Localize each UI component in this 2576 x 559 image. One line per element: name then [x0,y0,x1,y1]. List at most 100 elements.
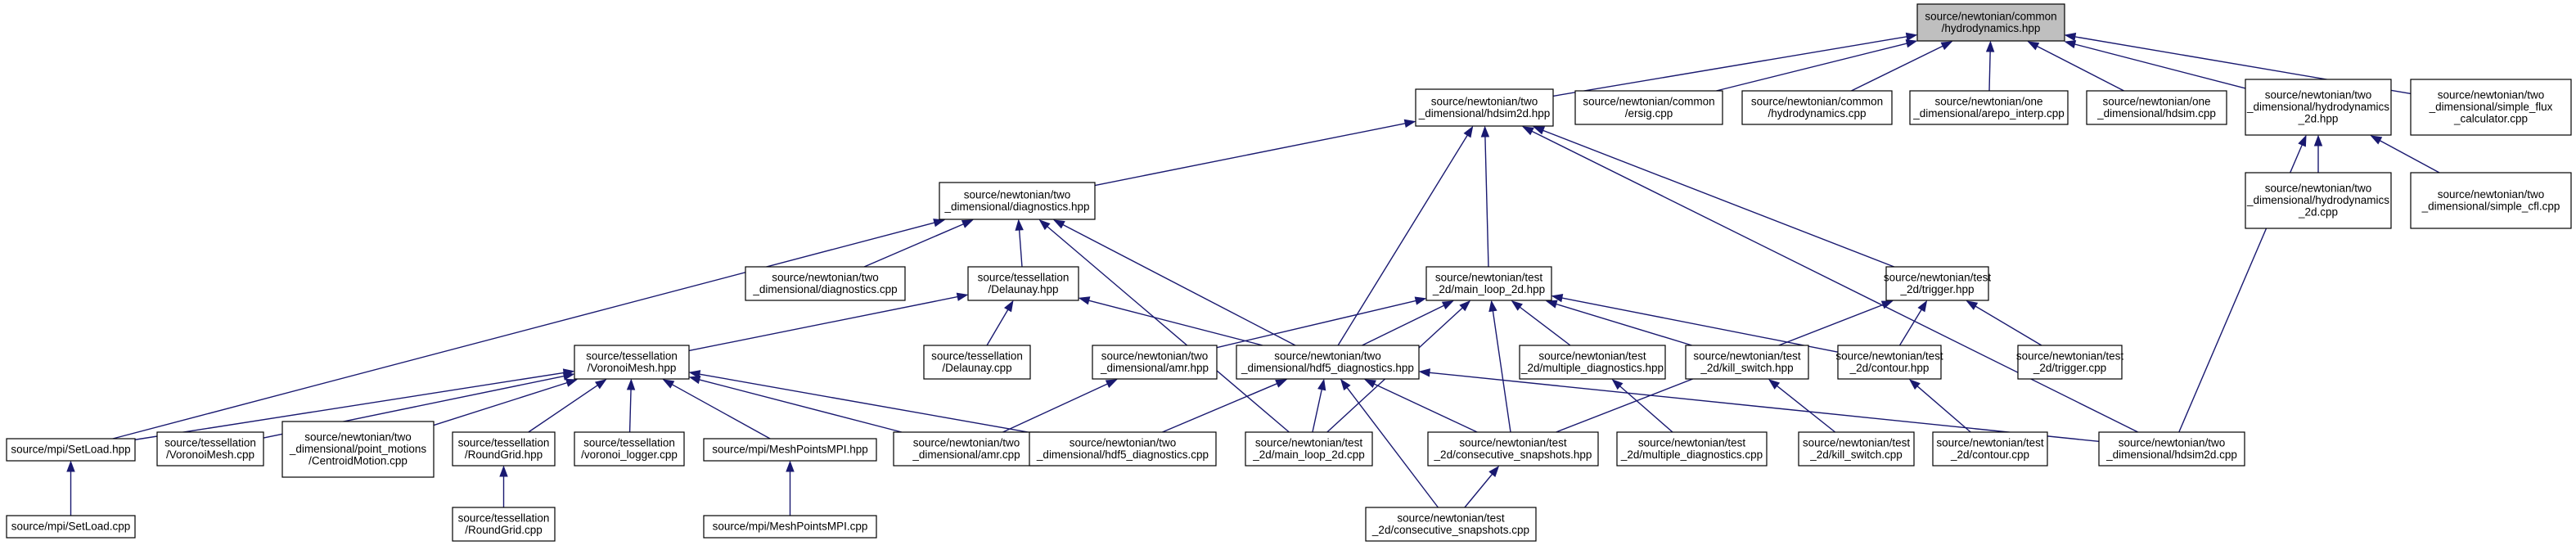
edge-line [1346,387,1439,508]
edge-line [1519,306,1571,346]
node-box [6,515,136,539]
edge-hdsim2d-cpp-to-hdf5-diagnostics-hpp [1418,368,2100,443]
node-box [156,431,264,467]
node-setload-hpp[interactable]: source/mpi/SetLoad.hpp [6,438,136,462]
node-contour-hpp[interactable]: source/newtonian/test_2d/contour.hpp [1835,345,1943,380]
node-hdsim-cpp[interactable]: source/newtonian/one_dimensional/hdsim.c… [2086,90,2227,125]
edge-consecutive-snapshots-hpp-to-main-loop-2d-hpp [1488,300,1511,433]
edge-line [1362,304,1444,346]
node-delaunay-cpp[interactable]: source/tessellation/Delaunay.cpp [923,345,1031,380]
node-trigger-cpp[interactable]: source/newtonian/test_2d/trigger.cpp [2016,345,2124,380]
node-multiple-diagnostics-hpp[interactable]: source/newtonian/test_2d/multiple_diagno… [1519,345,1666,380]
node-box [2086,90,2227,125]
node-trigger-hpp[interactable]: source/newtonian/test_2d/trigger.hpp [1884,266,1992,301]
node-multiple-diagnostics-cpp[interactable]: source/newtonian/test_2d/multiple_diagno… [1616,431,1768,467]
edge-line [2074,43,2246,89]
node-diagnostics-cpp[interactable]: source/newtonian/two_dimensional/diagnos… [745,266,906,301]
node-meshpointsmpi-hpp[interactable]: source/mpi/MeshPointsMPI.hpp [703,438,877,462]
edge-line [1216,300,1416,349]
arrowhead [1488,465,1500,477]
node-label-line: _2d/kill_switch.hpp [1700,362,1793,374]
node-box [745,266,906,301]
node-consecutive-snapshots-hpp[interactable]: source/newtonian/test_2d/consecutive_sna… [1427,431,1599,467]
node-delaunay-hpp[interactable]: source/tessellation/Delaunay.hpp [967,266,1079,301]
node-label-line: source/newtonian/test [1638,436,1746,449]
arrowhead [562,372,575,381]
edge-line [1374,383,1478,433]
node-voronoimesh-hpp[interactable]: source/tessellation/VoronoiMesh.hpp [574,345,690,380]
arrowhead [66,460,75,472]
arrowhead [1908,379,1921,390]
edge-line [699,379,903,433]
node-amr-hpp[interactable]: source/newtonian/two_dimensional/amr.hpp [1092,345,1218,380]
node-label-line: _dimensional/hdf5_diagnostics.cpp [1036,449,1209,461]
node-amr-cpp[interactable]: source/newtonian/two_dimensional/amr.cpp [893,431,1040,467]
edge-amr-hpp-to-main-loop-2d-hpp [1216,296,1427,349]
node-main-loop-2d-hpp[interactable]: source/newtonian/test_2d/main_loop_2d.hp… [1425,266,1552,301]
node-kill-switch-cpp[interactable]: source/newtonian/test_2d/kill_switch.cpp [1798,431,1915,467]
node-consecutive-snapshots-cpp[interactable]: source/newtonian/test_2d/consecutive_sna… [1365,507,1537,542]
node-label-line: _dimensional/hdsim2d.cpp [2105,449,2237,461]
node-diagnostics-hpp[interactable]: source/newtonian/two_dimensional/diagnos… [939,182,1096,220]
node-hdsim2d-cpp[interactable]: source/newtonian/two_dimensional/hdsim2d… [2098,431,2245,467]
edge-line [1429,372,2100,443]
arrowhead [594,379,607,390]
node-label-line: _dimensional/hdsim2d.hpp [1418,107,1551,119]
node-main-loop-2d-cpp[interactable]: source/newtonian/test_2d/main_loop_2d.cp… [1245,431,1373,467]
node-box [1885,266,1989,301]
node-label-line: _calculator.cpp [2453,113,2528,125]
node-label-line: _dimensional/hydrodynamics [2246,101,2389,113]
node-label-line: _2d/trigger.hpp [1899,283,1974,295]
node-roundgrid-hpp[interactable]: source/tessellation/RoundGrid.hpp [452,431,556,467]
node-hydrodynamics-hpp: source/newtonian/common/hydrodynamics.hp… [1916,3,2065,42]
node-label-line: source/newtonian/one [2102,95,2210,107]
node-hydrodynamics-2d-hpp[interactable]: source/newtonian/two_dimensional/hydrody… [2245,79,2392,136]
node-hydrodynamics-2d-cpp[interactable]: source/newtonian/two_dimensional/hydrody… [2245,172,2392,229]
node-box [281,421,435,478]
edge-setload-cpp-to-setload-hpp [66,460,75,516]
node-kill-switch-hpp[interactable]: source/newtonian/test_2d/kill_switch.hpp [1685,345,1809,380]
node-box [1415,88,1554,127]
node-hdf5-diagnostics-hpp[interactable]: source/newtonian/two_dimensional/hdf5_di… [1236,345,1420,380]
node-roundgrid-cpp[interactable]: source/tessellation/RoundGrid.cpp [452,507,556,542]
node-voronoimesh-cpp[interactable]: source/tessellation/VoronoiMesh.cpp [156,431,264,467]
arrowhead [2370,135,2383,145]
node-centroidmotion-cpp[interactable]: source/newtonian/two_dimensional/point_m… [281,421,435,478]
node-hdsim2d-hpp[interactable]: source/newtonian/two_dimensional/hdsim2d… [1415,88,1554,127]
node-box [452,507,556,542]
node-ersig-cpp[interactable]: source/newtonian/common/ersig.cpp [1574,90,1723,125]
node-meshpointsmpi-cpp[interactable]: source/mpi/MeshPointsMPI.cpp [703,515,877,539]
node-label-line: _dimensional/hdf5_diagnostics.hpp [1241,362,1414,374]
arrowhead [2064,40,2077,49]
arrowhead [1480,125,1490,137]
node-voronoi-logger-cpp[interactable]: source/tessellation/voronoi_logger.cpp [574,431,685,467]
edge-consecutive-snapshots-hpp-to-hdf5-diagnostics-hpp [1364,379,1478,433]
edge-multiple-diagnostics-hpp-to-main-loop-2d-hpp [1511,300,1571,346]
edge-hydrodynamics-2d-cpp-to-hydrodynamics-2d-hpp [2313,134,2323,173]
node-box [2410,79,2572,136]
node-setload-cpp[interactable]: source/mpi/SetLoad.cpp [6,515,136,539]
arrowhead [2027,41,2040,51]
edge-centroidmotion-cpp-to-voronoimesh-hpp [433,378,578,426]
node-label-line: source/newtonian/two [2119,436,2226,449]
edge-line [1088,300,1263,346]
node-label-line: source/tessellation [978,271,1070,283]
node-label-line: _dimensional/simple_cfl.cpp [2421,200,2560,212]
node-simple-cfl-cpp[interactable]: source/newtonian/two_dimensional/simple_… [2410,172,2572,229]
arrowhead [1004,300,1014,313]
node-hydrodynamics-cpp[interactable]: source/newtonian/common/hydrodynamics.cp… [1741,90,1893,125]
edge-line [1062,223,1296,346]
node-label-line: _2d/trigger.cpp [2033,362,2106,374]
arrowhead [1768,379,1781,390]
node-label-line: source/newtonian/common [1751,95,1883,107]
node-label-line: /voronoi_logger.cpp [581,449,678,461]
node-arepo-interp-cpp[interactable]: source/newtonian/one_dimensional/arepo_i… [1909,90,2069,125]
edge-ersig-cpp-to-hydrodynamics-hpp [1716,39,1918,92]
edge-line [1162,383,1277,433]
arrowhead [1545,300,1558,309]
node-simple-flux-calculator-cpp[interactable]: source/newtonian/two_dimensional/simple_… [2410,79,2572,136]
node-box [2098,431,2245,467]
node-hdf5-diagnostics-cpp[interactable]: source/newtonian/two_dimensional/hdf5_di… [1029,431,1217,467]
node-contour-cpp[interactable]: source/newtonian/test_2d/contour.cpp [1932,431,2048,467]
edge-delaunay-cpp-to-delaunay-hpp [986,300,1014,346]
